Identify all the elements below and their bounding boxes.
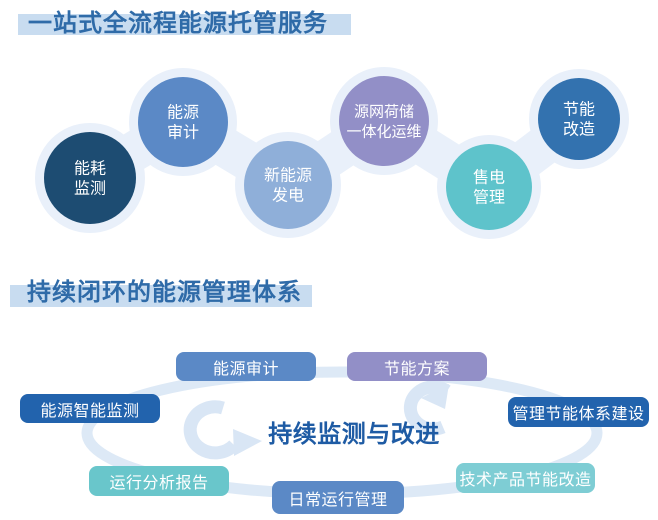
service-circle-integrated-operation: 源网荷储 一体化运维 xyxy=(339,76,429,166)
section1-title-bar xyxy=(18,14,351,35)
circle-label: 改造 xyxy=(563,121,595,139)
cycle-node-management-system-building: 管理节能体系建设 xyxy=(508,397,649,427)
section1-title: 一站式全流程能源托管服务 xyxy=(28,10,328,37)
cycle-arrow-right-icon xyxy=(403,380,451,436)
circle-label: 审计 xyxy=(167,124,199,142)
circle-label: 能耗 xyxy=(74,160,106,178)
circle-label: 节能 xyxy=(563,101,595,119)
service-circle-electricity-sales: 售电 管理 xyxy=(446,144,532,230)
circle-label: 一体化运维 xyxy=(346,124,421,141)
service-circle-energy-monitoring: 能耗 监测 xyxy=(44,132,136,224)
cycle-node-technical-retrofit: 技术产品节能改造 xyxy=(456,463,595,493)
circle-label: 售电 xyxy=(473,169,505,187)
circle-label: 发电 xyxy=(272,187,304,205)
service-chain: 能耗 监测 能源 审计 新能源 发电 源网荷储 一体化运维 售电 管理 xyxy=(35,67,629,239)
cycle-node-operation-analysis-report: 运行分析报告 xyxy=(89,466,229,496)
circle-label: 新能源 xyxy=(264,167,312,185)
circle-label: 监测 xyxy=(74,180,106,198)
cycle-node-daily-operation-management: 日常运行管理 xyxy=(272,481,404,514)
section2-title-bar xyxy=(10,285,312,307)
circle-label: 能源 xyxy=(167,104,199,122)
cycle-node-energy-saving-plan: 节能方案 xyxy=(347,352,487,381)
circle-label: 源网荷储 xyxy=(354,104,414,121)
service-circle-energy-saving-retrofit: 节能 改造 xyxy=(538,78,620,160)
service-circle-energy-audit: 能源 审计 xyxy=(138,77,228,167)
cycle-arrow-left-icon xyxy=(183,400,262,460)
cycle-node-energy-audit: 能源审计 xyxy=(176,352,316,381)
circle-label: 管理 xyxy=(473,189,505,207)
section2-title: 持续闭环的能源管理体系 xyxy=(27,279,302,306)
cycle-node-smart-energy-monitoring: 能源智能监测 xyxy=(20,394,160,423)
cycle-center-label: 持续监测与改进 xyxy=(268,421,440,448)
service-circle-new-energy-generation: 新能源 发电 xyxy=(244,141,332,229)
